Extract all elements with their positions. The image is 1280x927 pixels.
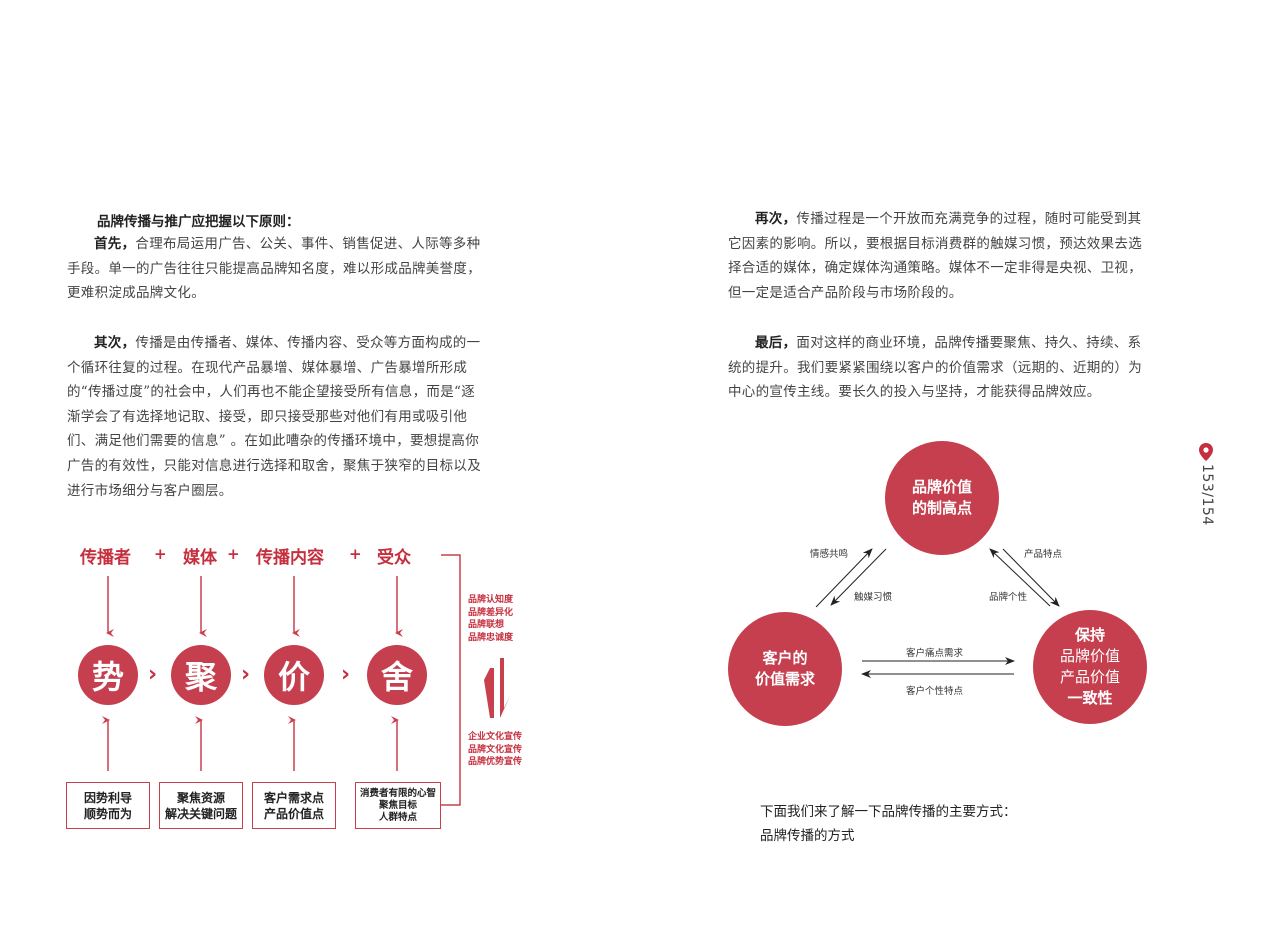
box-value: 客户需求点 产品价值点	[252, 782, 336, 829]
paragraph-lead: 再次，	[755, 211, 797, 227]
circle-customer-value-needs: 客户的 价值需求	[728, 612, 842, 726]
paragraph-lead: 首先，	[94, 236, 136, 252]
label-media: 媒体	[183, 548, 217, 568]
section-title: 品牌传播的方式	[760, 828, 855, 844]
label-customer-pain-points: 客户痛点需求	[906, 648, 964, 659]
location-pin-icon	[1199, 443, 1213, 461]
circle-value: 价	[264, 645, 324, 705]
paragraph-lead: 其次，	[94, 335, 136, 351]
circle-brand-value-peak: 品牌价值 的制高点	[885, 441, 999, 555]
box-tradeoff: 消费者有限的心智 聚焦目标 人群特点	[355, 782, 441, 829]
label-brand-personality: 品牌个性	[989, 592, 1028, 603]
circle-consistency: 保持 品牌价值 产品价值 一致性	[1033, 610, 1147, 724]
label-media-habits: 触媒习惯	[854, 592, 893, 603]
side-list-promotion: 企业文化宣传 品牌文化宣传 品牌优势宣传	[468, 732, 523, 767]
circle-momentum: 势	[78, 645, 138, 705]
right-paragraph-2: 最后，面对这样的商业环境，品牌传播要聚焦、持久、持续、系统的提升。我们要紧紧围绕…	[728, 335, 1142, 401]
side-list-brand-metrics: 品牌认知度 品牌差异化 品牌联想 品牌忠诚度	[468, 595, 514, 643]
left-heading: 品牌传播与推广应把握以下原则：	[97, 214, 300, 230]
label-content: 传播内容	[256, 548, 324, 568]
label-emotional-resonance: 情感共鸣	[810, 549, 849, 560]
circle-tradeoff: 舍	[367, 645, 427, 705]
chevron-right-icon: ›	[341, 662, 351, 687]
left-paragraph-2: 其次，传播是由传播者、媒体、传播内容、受众等方面构成的一个循环往复的过程。在现代…	[67, 335, 481, 499]
box-momentum: 因势利导 顺势而为	[66, 782, 150, 829]
label-audience: 受众	[377, 548, 411, 568]
page-number: 153/154	[1199, 464, 1215, 526]
paragraph-lead: 最后，	[755, 335, 797, 351]
plus-sign: +	[349, 545, 362, 563]
label-product-features: 产品特点	[1024, 549, 1063, 560]
plus-sign: +	[154, 545, 167, 563]
left-paragraph-1: 首先，合理布局运用广告、公关、事件、销售促进、人际等多种手段。单一的广告往往只能…	[67, 236, 481, 302]
chevron-right-icon: ›	[148, 662, 158, 687]
box-focus: 聚焦资源 解决关键问题	[159, 782, 243, 829]
label-communicator: 传播者	[80, 548, 131, 568]
intro-line: 下面我们来了解一下品牌传播的主要方式：	[760, 804, 1017, 820]
label-customer-traits: 客户个性特点	[906, 686, 964, 697]
right-paragraph-1: 再次，传播过程是一个开放而充满竞争的过程，随时可能受到其它因素的影响。所以，要根…	[728, 211, 1142, 301]
chevron-right-icon: ›	[241, 662, 251, 687]
plus-sign: +	[227, 545, 240, 563]
circle-focus: 聚	[171, 645, 231, 705]
